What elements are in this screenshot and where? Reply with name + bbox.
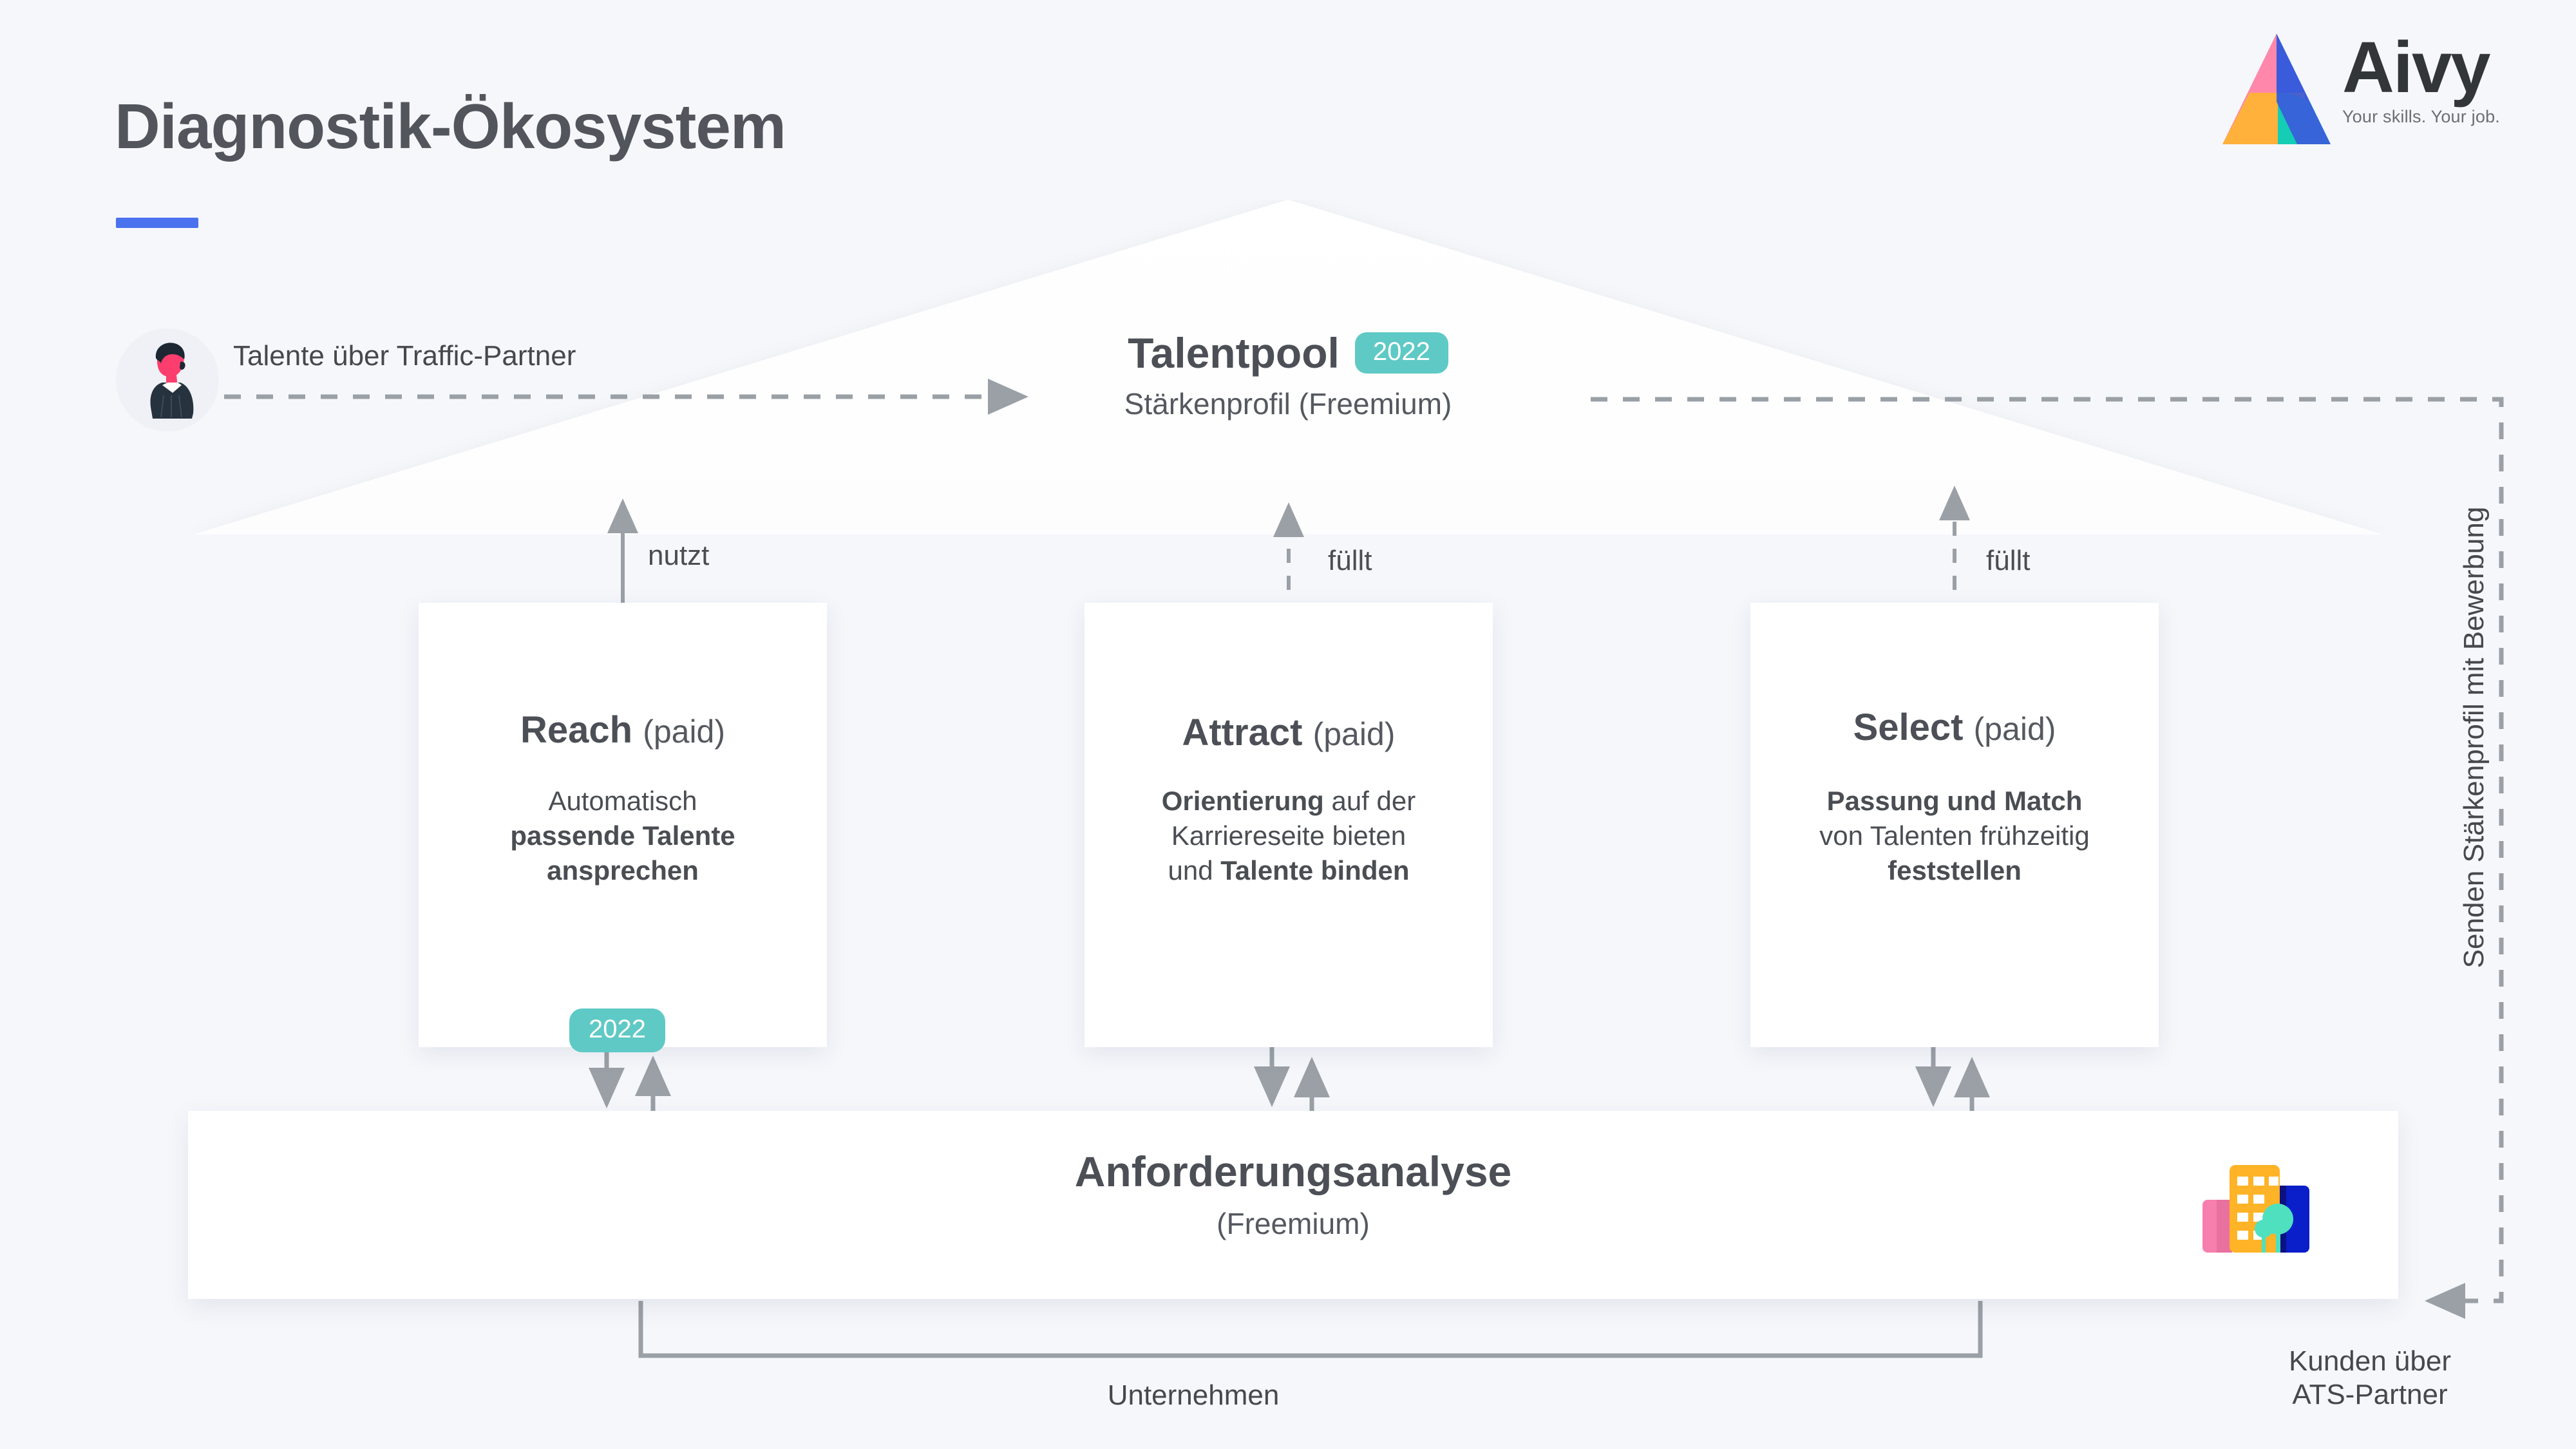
talentpool-title: Talentpool xyxy=(1128,329,1340,377)
link-label-fuellt-select: füllt xyxy=(1986,545,2031,576)
bottom-bar-title: Anforderungsanalyse xyxy=(1074,1148,1512,1195)
logo-wordmark: Aivy xyxy=(2342,27,2491,108)
card-title-select: Select (paid) xyxy=(1853,706,2056,748)
card-desc-reach: Automatisch passende Talente ansprechen xyxy=(510,786,735,886)
person-illustration-icon xyxy=(150,343,194,419)
traffic-partner-label: Talente über Traffic-Partner xyxy=(233,340,576,372)
card-desc-attract: Orientierung auf der Karriereseite biete… xyxy=(1161,786,1416,886)
link-label-fuellt-attract: füllt xyxy=(1328,545,1372,576)
logo-tagline: Your skills. Your job. xyxy=(2342,107,2500,127)
page-title: Diagnostik-Ökosystem xyxy=(115,91,786,162)
label-senden-staerkenprofil: Senden Stärkenprofil mit Bewerbung xyxy=(2458,506,2490,969)
reach-year-badge: 2022 xyxy=(569,1009,665,1052)
card-title-reach: Reach (paid) xyxy=(520,709,726,751)
label-ats-line1: Kunden über xyxy=(2289,1345,2451,1377)
person-avatar xyxy=(116,328,219,435)
aivy-logo-mark-icon xyxy=(2220,31,2333,147)
product-card-reach[interactable]: Reach (paid) Automatisch passende Talent… xyxy=(419,603,827,1047)
label-ats-line2: ATS-Partner xyxy=(2292,1378,2448,1410)
card-desc-select: Passung und Match von Talenten frühzeiti… xyxy=(1819,786,2090,886)
product-card-select[interactable]: Select (paid) Passung und Match von Tale… xyxy=(1750,603,2159,1047)
talentpool-year-badge: 2022 xyxy=(1354,332,1448,374)
logo-text: Aivy Your skills. Your job. xyxy=(2342,27,2500,127)
office-building-icon xyxy=(2192,1153,2321,1256)
label-unternehmen: Unternehmen xyxy=(1107,1379,1280,1411)
title-underline xyxy=(116,218,198,228)
anforderungsanalyse-bar[interactable]: Anforderungsanalyse (Freemium) xyxy=(188,1111,2398,1299)
bottom-bar-subtitle: (Freemium) xyxy=(1217,1207,1370,1240)
label-ats-partner: Kunden über ATS-Partner xyxy=(2289,1345,2451,1412)
product-card-attract[interactable]: Attract (paid) Orientierung auf der Karr… xyxy=(1084,603,1493,1047)
aivy-logo: Aivy Your skills. Your job. xyxy=(2220,31,2500,147)
talentpool-title-row: Talentpool 2022 xyxy=(1056,328,1520,377)
link-label-nutzt: nutzt xyxy=(648,540,710,571)
talentpool-subtitle: Stärkenprofil (Freemium) xyxy=(1124,387,1452,421)
talentpool-node: Talentpool 2022 Stärkenprofil (Freemium) xyxy=(1056,328,1520,421)
card-title-attract: Attract (paid) xyxy=(1182,712,1396,753)
